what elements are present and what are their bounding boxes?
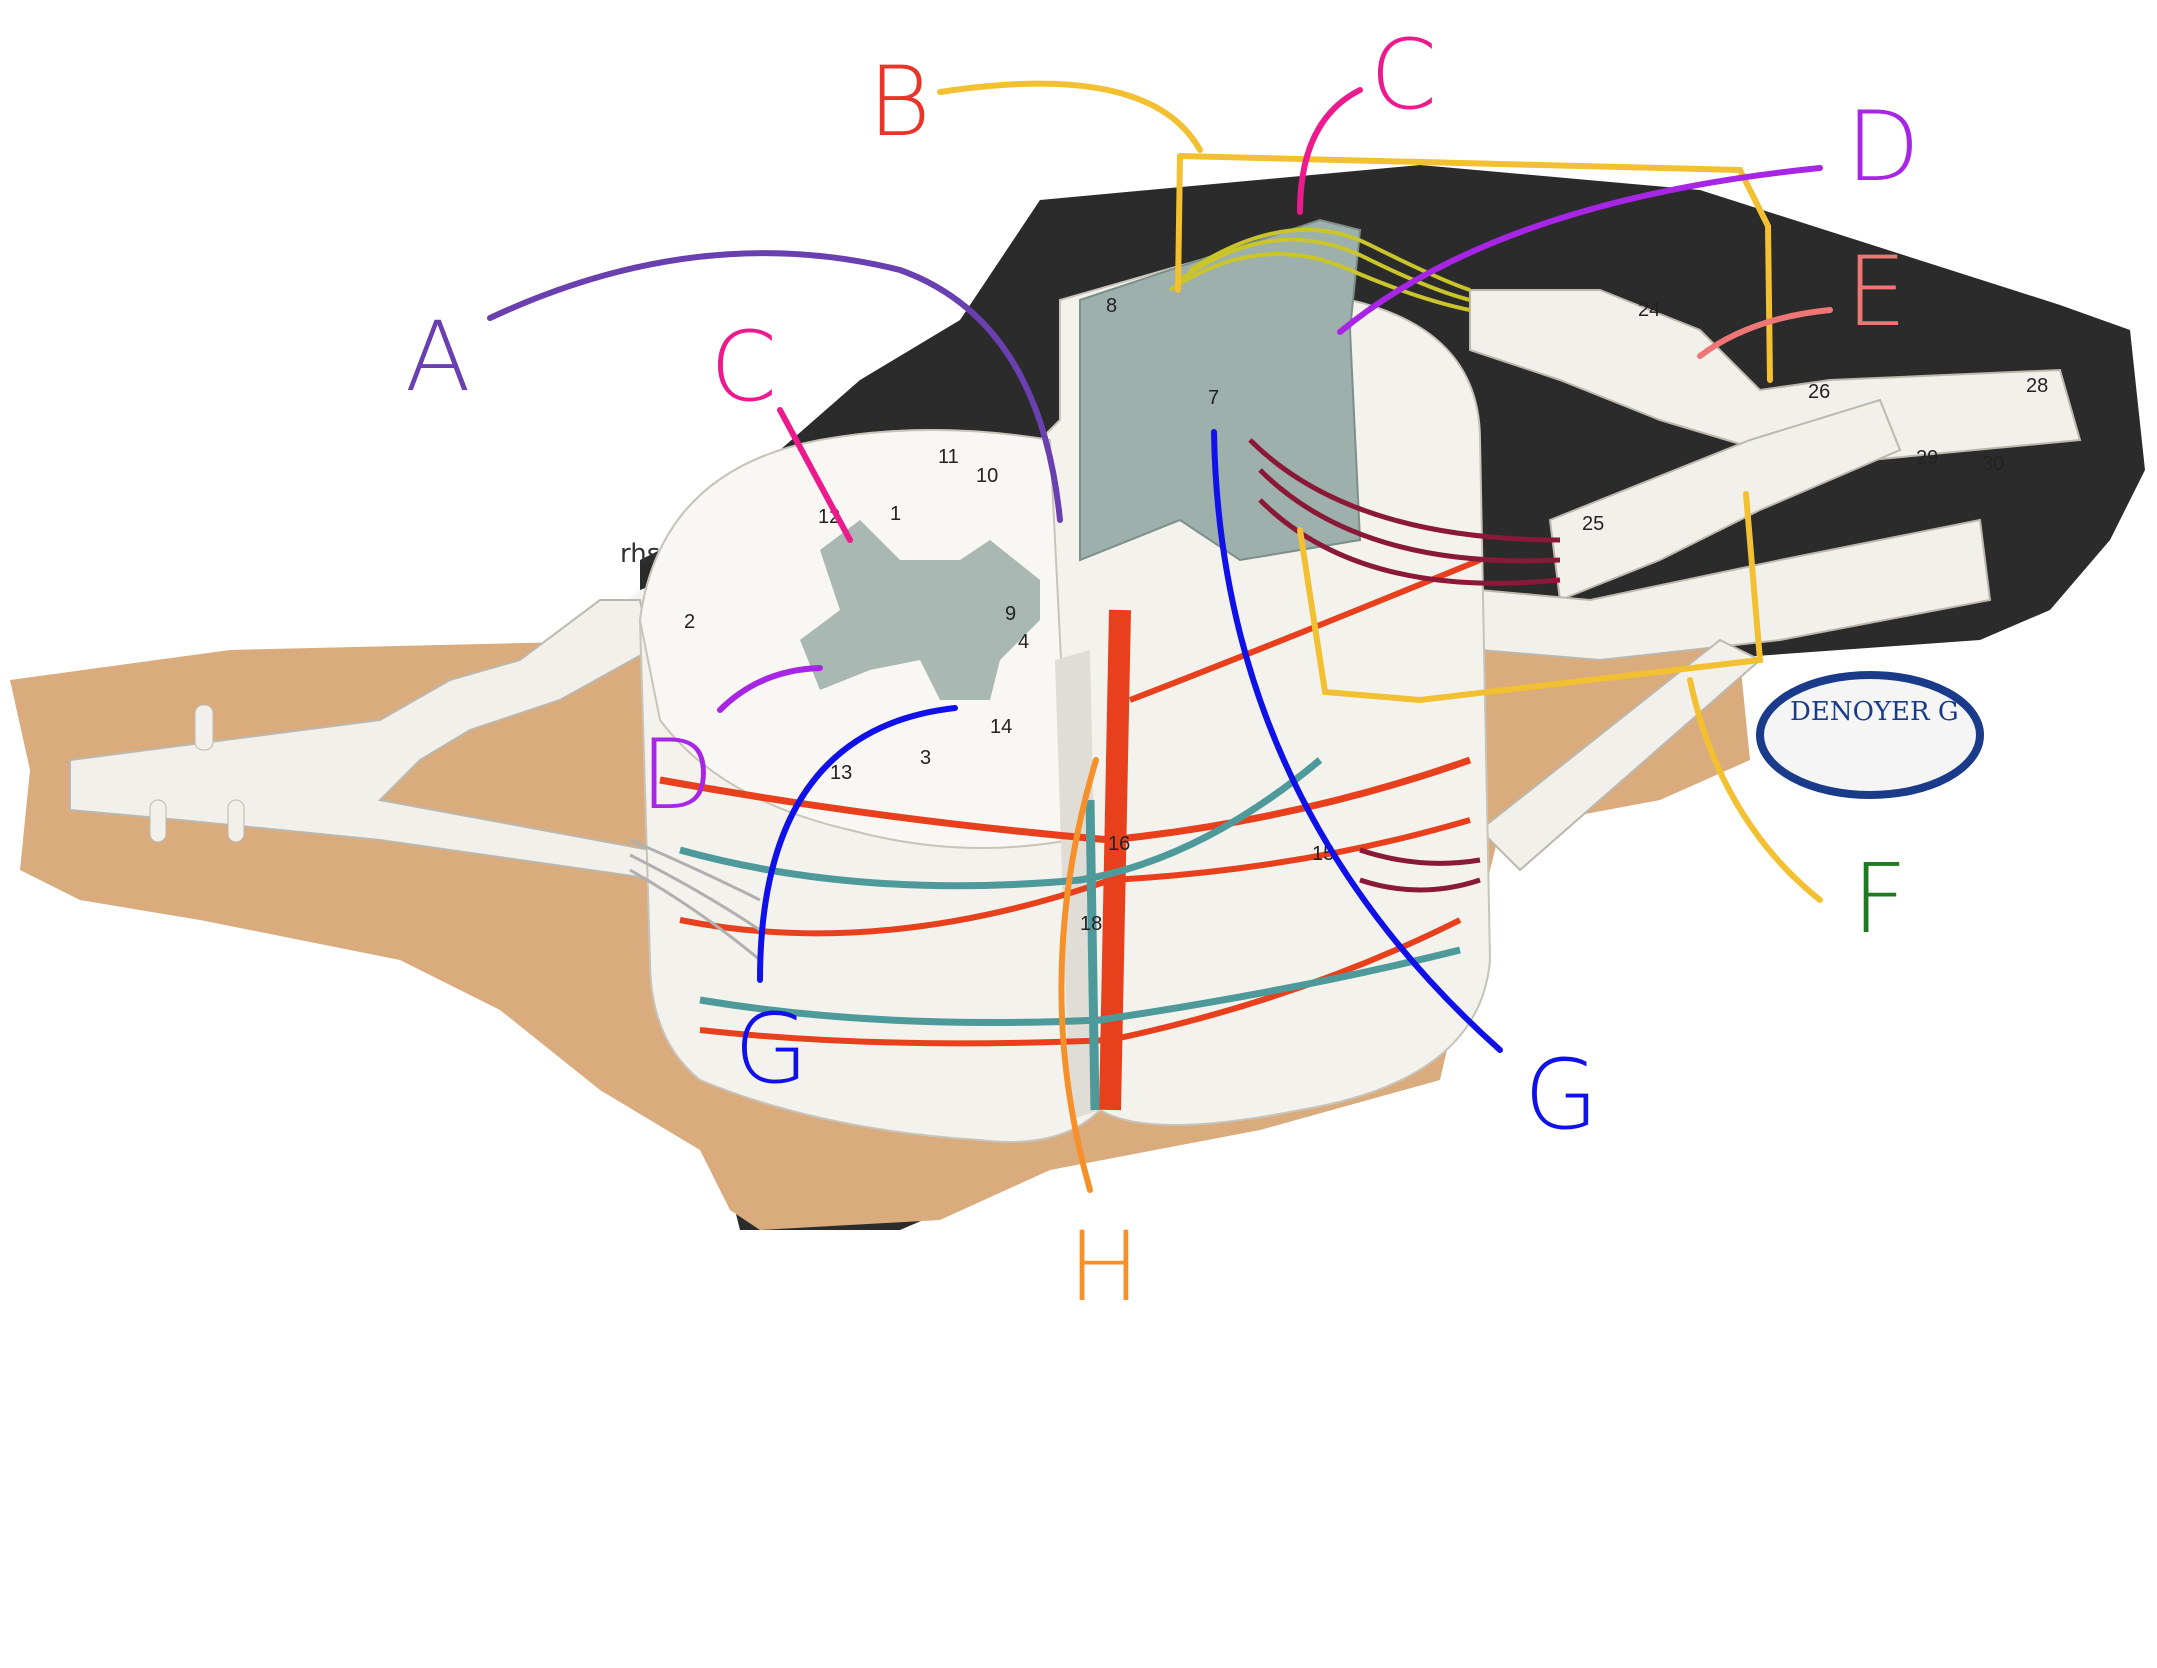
model-number-26: 26 <box>1808 381 1830 403</box>
label-C-top: C <box>1370 19 1437 131</box>
leader-line-D-left <box>717 665 823 713</box>
gray-matter <box>800 520 1040 700</box>
right-dorsal-root-ganglion <box>1469 289 2082 462</box>
leader-line-G-right <box>1211 429 1503 1053</box>
right-spinal-nerve <box>1548 398 1902 602</box>
dorsal-rootlet-3 <box>1188 227 1471 292</box>
left-rootlet-1 <box>629 838 761 902</box>
left-rootlet-3 <box>629 868 761 962</box>
model-number-28: 28 <box>2026 375 2048 397</box>
bracket-F-box <box>1297 491 1764 704</box>
vein-2 <box>699 946 1461 1026</box>
model-number-13: 13 <box>830 762 852 784</box>
leader-line-C-left <box>777 407 853 543</box>
bracket-B-box <box>1175 153 1773 383</box>
model-number-18: 18 <box>1080 913 1102 935</box>
artery-2 <box>679 817 1471 937</box>
label-F: F <box>1852 843 1907 955</box>
left-rootlet-2 <box>629 853 761 932</box>
model-number-11: 11 <box>938 446 959 468</box>
ventral-rootlets <box>1248 438 1561 893</box>
model-number-30: 30 <box>1982 453 2004 475</box>
vein-1 <box>679 757 1323 890</box>
leader-line-F <box>1687 677 1823 903</box>
label-G-right: G <box>1524 1039 1598 1151</box>
blood-vessels <box>659 557 1482 1111</box>
dorsal-rootlets <box>1168 227 1471 312</box>
label-C-left: C <box>710 311 777 423</box>
model-number-4: 4 <box>1018 631 1029 653</box>
label-B: B <box>868 46 931 158</box>
spinal-cord-model: 1 2 3 4 7 8 9 10 11 12 13 14 15 16 18 24… <box>69 218 2082 1143</box>
leader-line-C-top <box>1297 87 1363 215</box>
leader-line-H <box>1058 757 1099 1193</box>
model-number-2: 2 <box>684 611 695 633</box>
label-A: A <box>405 301 471 413</box>
model-number-10: 10 <box>976 465 998 487</box>
model-number-16: 16 <box>1108 833 1130 855</box>
leader-line-E <box>1697 307 1833 359</box>
model-number-8: 8 <box>1106 295 1117 317</box>
dorsal-rootlet-1 <box>1168 252 1471 312</box>
anterior-median-fissure <box>1055 650 1100 1120</box>
artery-3 <box>699 917 1462 1047</box>
left-rootlets <box>629 838 761 962</box>
brand-badge-text: DENOYER G <box>1790 697 1959 727</box>
model-number-3: 3 <box>920 747 931 769</box>
dorsal-rootlet-2 <box>1178 237 1471 302</box>
model-number-7: 7 <box>1208 387 1219 409</box>
annotation-letters: A B C C D D E F G G H <box>405 19 1920 1323</box>
left-nerve-branch-1 <box>194 704 214 751</box>
model-number-14: 14 <box>990 716 1012 738</box>
ventral-rootlet-3 <box>1258 498 1561 586</box>
model-number-24: 24 <box>1638 299 1660 321</box>
left-nerve-branch-2 <box>149 799 167 843</box>
label-D-left: D <box>640 719 714 831</box>
brand-badge <box>1756 671 1984 799</box>
model-number-29: 29 <box>1916 447 1938 469</box>
label-E: E <box>1846 236 1907 348</box>
leader-line-D-top <box>1337 165 1823 335</box>
model-number-1: 1 <box>890 503 901 525</box>
artery-1 <box>659 756 1472 844</box>
label-H: H <box>1068 1211 1140 1323</box>
artery-4 <box>1128 557 1482 703</box>
model-number-9: 9 <box>1005 603 1016 625</box>
ventral-rootlet-2 <box>1258 468 1561 564</box>
label-D-top: D <box>1846 91 1920 203</box>
annotation-lines <box>487 80 1833 1193</box>
anterior-spinal-vein <box>1085 799 1100 1111</box>
ventral-rootlet-4 <box>1359 847 1481 866</box>
ventral-rootlet-1 <box>1248 438 1561 543</box>
left-nerve-branch-3 <box>227 799 245 843</box>
leader-line-B <box>937 80 1203 153</box>
ventral-rootlet-5 <box>1359 877 1481 893</box>
leader-line-A <box>487 250 1063 523</box>
leader-line-G-left <box>757 705 958 983</box>
label-G-left: G <box>734 993 808 1105</box>
model-number-25: 25 <box>1582 513 1604 535</box>
right-lower-nerve <box>1479 518 1992 662</box>
anterior-spinal-artery <box>1099 609 1131 1111</box>
left-spinal-nerve <box>69 599 662 882</box>
